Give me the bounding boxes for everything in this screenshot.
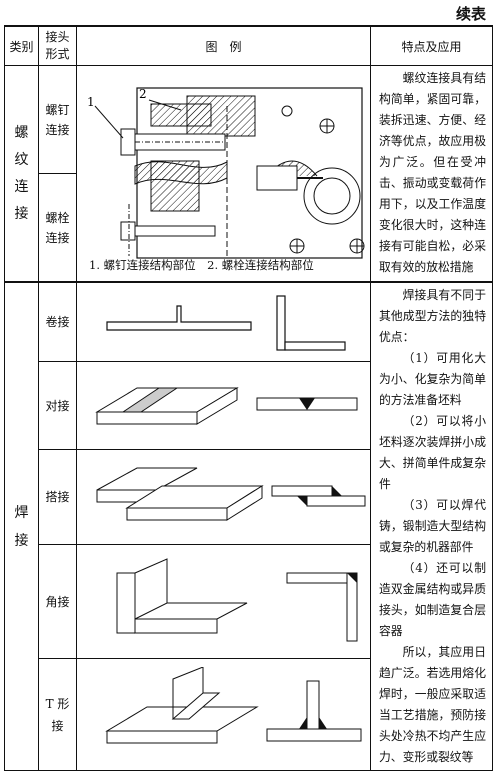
tee-joint-figure	[76, 658, 371, 771]
header-figure: 图 例	[76, 25, 371, 66]
header-row: 类别 接头形式 图 例 特点及应用	[4, 25, 493, 66]
header-category: 类别	[4, 25, 39, 66]
weld-row-curl: 焊接 卷接 焊接具有不同于其他成型方法的独特优点： （1）可用化大为小、化复杂为…	[4, 281, 493, 771]
joint-table: 类别 接头形式 图 例 特点及应用 螺纹连接 螺钉连接	[4, 25, 493, 771]
corner-joint-figure	[76, 544, 371, 660]
threaded-caption: 1. 螺钉连接结构部位 2. 螺栓连接结构部位	[89, 258, 314, 272]
threaded-figure: 1 2 1. 螺钉连接结构部位 2. 螺栓连接结构部位	[76, 65, 371, 283]
threaded-category: 螺纹连接	[4, 65, 39, 283]
butt-joint-label: 对接	[38, 361, 77, 450]
welded-features: 焊接具有不同于其他成型方法的独特优点： （1）可用化大为小、化复杂为简单的方法准…	[370, 281, 493, 771]
curl-joint-figure	[76, 281, 371, 363]
lap-joint-figure	[76, 448, 371, 546]
callout-2: 2	[139, 87, 147, 101]
callout-1: 1	[87, 95, 95, 109]
weld-row-lap: 搭接	[5, 448, 493, 546]
screw-joint-label: 螺钉连接	[38, 64, 77, 175]
butt-joint-figure	[76, 361, 371, 450]
continued-label: 续表	[455, 5, 486, 23]
curl-joint-label: 卷接	[38, 281, 77, 363]
bolt-joint-label: 螺栓连接	[38, 173, 77, 283]
weld-row-corner: 角接	[5, 544, 493, 660]
tee-joint-label: T 形接	[38, 658, 77, 771]
corner-joint-label: 角接	[38, 544, 77, 660]
header-joint-form: 接头形式	[38, 25, 77, 66]
threaded-features: 螺纹连接具有结构简单，紧固可靠，装拆迅速、方便、经济等优点，故应用极为广泛。但在…	[370, 65, 493, 283]
weld-row-butt: 对接	[5, 361, 493, 450]
lap-joint-label: 搭接	[38, 448, 77, 546]
welded-category: 焊接	[4, 281, 39, 771]
threaded-fastener-drawing: 1 2	[87, 87, 365, 259]
threaded-row-screw: 螺纹连接 螺钉连接	[4, 64, 493, 283]
header-features: 特点及应用	[370, 25, 493, 66]
